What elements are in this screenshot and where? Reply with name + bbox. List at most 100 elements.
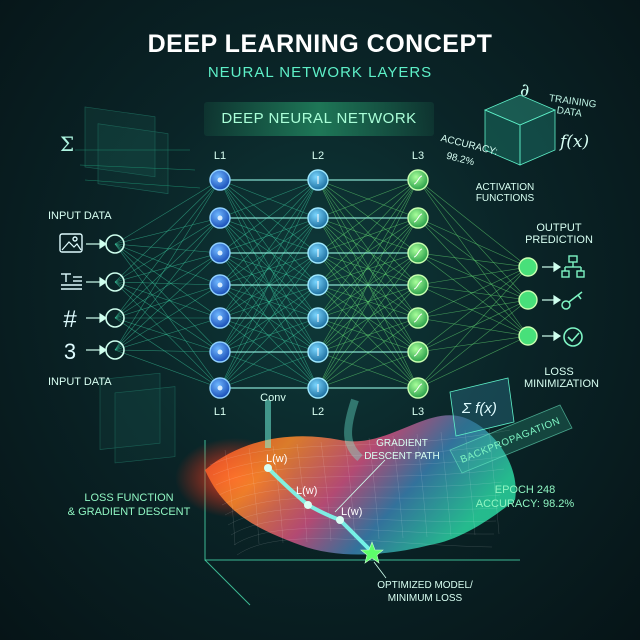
connection-line <box>417 266 529 319</box>
connection-line <box>317 179 419 254</box>
node-out-2 <box>518 290 538 310</box>
sigmoid-glyph <box>413 280 423 290</box>
mesh-line <box>212 442 509 476</box>
mesh-line <box>227 507 499 526</box>
node-glyph <box>217 385 223 391</box>
connection-line <box>417 299 529 353</box>
sigmoid-glyph <box>413 347 423 357</box>
node-glyph <box>217 315 223 321</box>
connection-line <box>317 252 419 286</box>
mesh-line <box>233 528 495 546</box>
mesh-line <box>224 449 236 546</box>
connection-line <box>417 252 529 337</box>
connection-line <box>417 266 529 286</box>
connection-line <box>317 284 419 319</box>
connection-line <box>317 317 419 353</box>
sigmoid-glyph <box>413 313 423 323</box>
loss-function-label: LOSS FUNCTION <box>84 492 174 504</box>
node-glyph <box>217 282 223 288</box>
mesh-line <box>296 443 308 543</box>
connection-line <box>114 179 221 245</box>
connection-line <box>114 217 221 351</box>
connection-line <box>417 179 529 301</box>
connection-line <box>417 217 529 337</box>
minimum-loss-label: MINIMUM LOSS <box>387 593 463 604</box>
connection-line <box>219 217 319 254</box>
node-out-1 <box>518 257 538 277</box>
mesh-line <box>368 437 380 540</box>
connection-line <box>219 179 319 353</box>
connection-line <box>114 243 221 254</box>
connection-line <box>219 252 319 286</box>
connection-line <box>417 266 529 353</box>
data-panel-top-left <box>75 106 201 194</box>
connection-line <box>417 266 529 389</box>
node-glyph <box>217 215 223 221</box>
mesh-line <box>272 445 284 544</box>
connection-line <box>317 217 419 286</box>
loss-point-label-1: L(w) <box>266 453 287 465</box>
connection-line <box>114 252 221 283</box>
loss-minimization-label: LOSS MINIMIZATION <box>524 366 599 390</box>
connection-line <box>219 179 319 219</box>
connection-line <box>219 217 319 286</box>
key-icon <box>561 291 583 310</box>
layer-label-top-l1: L1 <box>213 150 227 162</box>
hash-icon: # <box>63 306 77 333</box>
layer-label-bottom-l3: L3 <box>411 406 425 418</box>
connection-line <box>114 179 221 319</box>
mesh-line <box>224 494 501 516</box>
gradient-path-label-line1: GRADIENT <box>376 438 428 449</box>
connection-line <box>417 217 529 268</box>
connection-line <box>219 217 319 389</box>
gradient-descent-label: & GRADIENT DESCENT <box>67 506 191 518</box>
connection-line <box>317 217 419 389</box>
layer-label-top-l2: L2 <box>311 150 325 162</box>
connection-line <box>317 351 419 389</box>
connection-line <box>219 179 319 319</box>
connection-line <box>219 351 319 389</box>
connection-line <box>114 284 221 351</box>
connection-line <box>417 299 529 319</box>
connection-line <box>114 243 221 353</box>
sigmoid-glyph <box>413 383 423 393</box>
connection-line <box>317 179 419 319</box>
mesh-line <box>221 481 503 506</box>
connection-line <box>219 252 319 389</box>
loss-surface: L(w) L(w) L(w) <box>175 398 520 606</box>
mesh-line <box>440 431 452 537</box>
connection-line <box>219 179 319 286</box>
connection-line <box>317 179 419 219</box>
sigmoid-glyph <box>413 175 423 185</box>
output-prediction-label: OUTPUT PREDICTION <box>525 222 593 246</box>
connection-line <box>219 179 319 389</box>
connection-line <box>114 243 221 389</box>
mesh-line <box>344 439 356 541</box>
image-icon <box>59 233 83 253</box>
mesh-line <box>488 427 500 535</box>
page-title: DEEP LEARNING CONCEPT <box>147 30 493 58</box>
fx-symbol: f(x) <box>560 132 590 152</box>
network-connections <box>114 179 529 389</box>
connection-line <box>219 284 319 319</box>
optimized-model-label: OPTIMIZED MODEL/ <box>377 580 473 591</box>
mesh-line <box>236 538 493 556</box>
connection-line <box>219 179 319 254</box>
node-glyph <box>217 177 223 183</box>
sigmoid-glyph <box>413 213 423 223</box>
connection-line <box>114 217 221 283</box>
connection-line <box>417 299 529 389</box>
epoch-label: EPOCH 248 <box>494 484 556 496</box>
connection-line <box>417 217 529 301</box>
mesh-line <box>464 429 476 536</box>
connection-line <box>317 179 419 286</box>
star-icon <box>360 541 384 564</box>
connection-line <box>114 317 221 351</box>
network-icon <box>561 255 585 278</box>
mesh-line <box>209 429 511 466</box>
connection-line <box>317 217 419 319</box>
connection-line <box>417 252 529 268</box>
partial-symbol: ∂ <box>520 80 530 101</box>
connection-line <box>114 252 221 319</box>
